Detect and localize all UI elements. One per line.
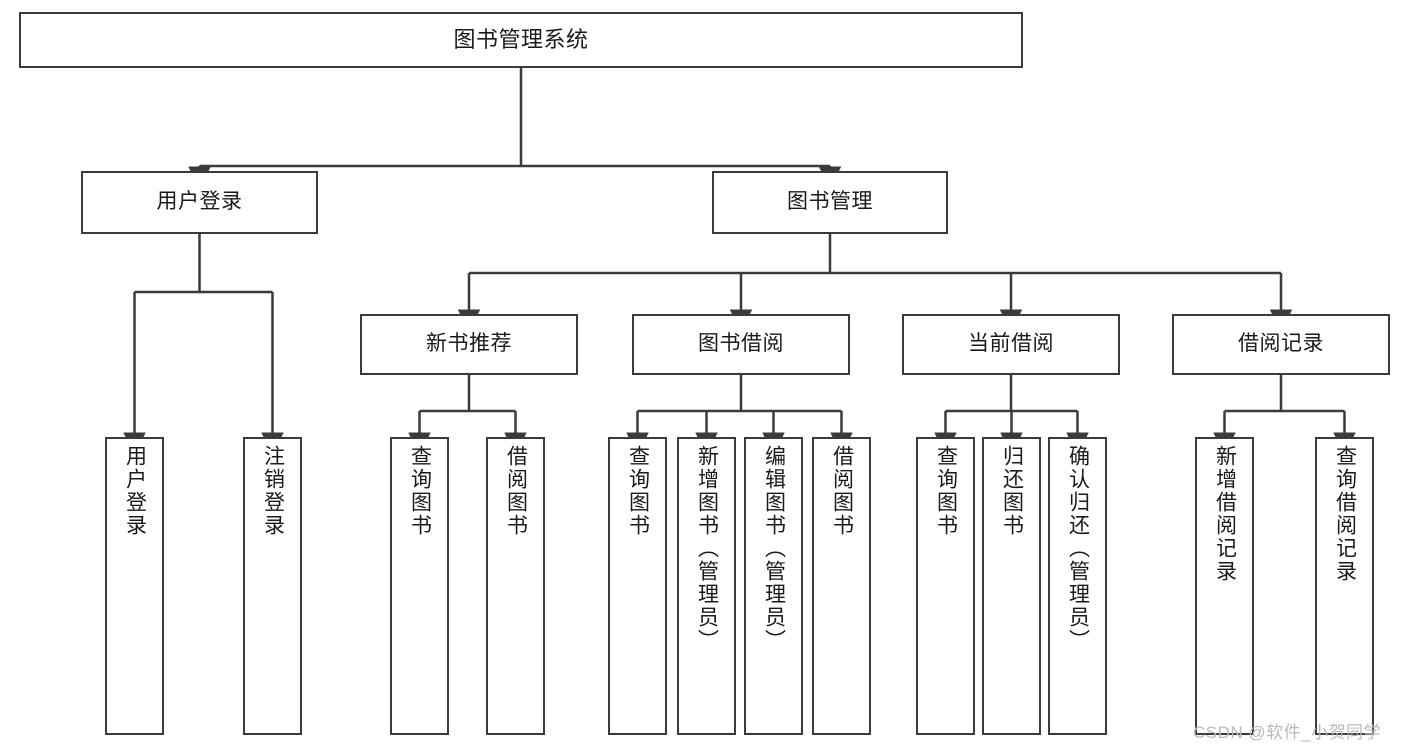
node-current-borrow[interactable]: 当前借阅 [902, 314, 1120, 375]
node-leaf-query-book-rec[interactable]: 查询图书 [390, 437, 449, 735]
node-user-login[interactable]: 用户登录 [81, 171, 318, 234]
node-leaf-return-book[interactable]: 归还图书 [982, 437, 1041, 735]
node-leaf-borrow-book[interactable]: 借阅图书 [812, 437, 871, 735]
node-leaf-add-borrow-record[interactable]: 新增借阅记录 [1195, 437, 1254, 735]
node-label: 归还图书 [1000, 445, 1024, 537]
node-book-borrow[interactable]: 图书借阅 [632, 314, 850, 375]
node-label: 查询图书 [408, 445, 432, 537]
node-label: 借阅记录 [1238, 332, 1324, 356]
node-leaf-logout[interactable]: 注销登录 [243, 437, 302, 735]
node-leaf-query-borrow-record[interactable]: 查询借阅记录 [1315, 437, 1374, 735]
node-label: 用户登录 [156, 190, 243, 214]
node-leaf-confirm-return-admin[interactable]: 确认归还（管理员） [1048, 437, 1107, 735]
node-leaf-add-book-admin[interactable]: 新增图书（管理员） [677, 437, 736, 735]
node-label: 新增图书（管理员） [695, 445, 719, 652]
node-leaf-borrow-book-rec[interactable]: 借阅图书 [486, 437, 545, 735]
node-label: 图书借阅 [698, 332, 784, 356]
watermark-text: CSDN @软件_小贺同学 [1193, 723, 1382, 742]
node-label: 借阅图书 [830, 445, 854, 537]
node-label: 借阅图书 [504, 445, 528, 537]
node-label: 注销登录 [261, 445, 285, 537]
node-leaf-query-book-borrow[interactable]: 查询图书 [608, 437, 667, 735]
node-label: 当前借阅 [968, 332, 1054, 356]
node-root[interactable]: 图书管理系统 [19, 12, 1023, 68]
node-leaf-query-book-current[interactable]: 查询图书 [916, 437, 975, 735]
node-label: 查询图书 [626, 445, 650, 537]
node-label: 图书管理 [787, 190, 873, 214]
node-new-book-recommend[interactable]: 新书推荐 [360, 314, 578, 375]
node-label: 查询借阅记录 [1333, 445, 1357, 583]
node-label: 确认归还（管理员） [1066, 445, 1090, 652]
node-borrow-record[interactable]: 借阅记录 [1172, 314, 1390, 375]
node-label: 编辑图书（管理员） [762, 445, 786, 652]
node-label: 新书推荐 [426, 332, 512, 356]
node-leaf-edit-book-admin[interactable]: 编辑图书（管理员） [744, 437, 803, 735]
node-leaf-user-login[interactable]: 用户登录 [105, 437, 164, 735]
node-label: 新增借阅记录 [1213, 445, 1237, 583]
node-label: 图书管理系统 [453, 27, 589, 53]
node-label: 查询图书 [934, 445, 958, 537]
node-label: 用户登录 [123, 445, 147, 537]
node-book-manage[interactable]: 图书管理 [712, 171, 948, 234]
